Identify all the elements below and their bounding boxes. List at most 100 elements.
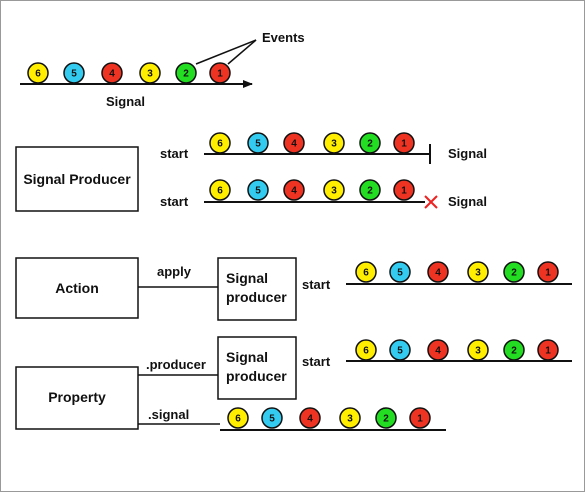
- event-value: 3: [347, 414, 353, 425]
- event-value: 5: [397, 268, 403, 279]
- event-value: 4: [291, 186, 297, 197]
- event-value: 1: [401, 139, 407, 150]
- event-value: 4: [109, 69, 115, 80]
- event-marble: [359, 132, 381, 154]
- start-label: start: [160, 146, 189, 161]
- error-x-icon: [424, 195, 438, 209]
- event-value: 2: [183, 69, 189, 80]
- event-marble: [299, 407, 321, 429]
- event-marble: [503, 339, 525, 361]
- signal-producer-box-line2: producer: [226, 289, 287, 305]
- event-marble: [359, 179, 381, 201]
- events-label: Events: [262, 30, 305, 45]
- event-marble: [339, 407, 361, 429]
- start-label: start: [302, 277, 331, 292]
- signal-producer-box: [15, 146, 139, 212]
- events-pointer-line: [195, 39, 257, 65]
- producer-events-error: 6 5 4 3 2 1: [209, 179, 415, 201]
- event-value: 1: [217, 69, 223, 80]
- event-value: 5: [397, 346, 403, 357]
- event-marble: [27, 62, 49, 84]
- event-marble: [537, 339, 559, 361]
- property-signal-producer-box: [217, 336, 297, 400]
- apply-label: apply: [157, 264, 192, 279]
- event-value: 2: [383, 414, 389, 425]
- event-value: 2: [511, 268, 517, 279]
- event-marble: [323, 132, 345, 154]
- property-section: Property .producer Signal producer start…: [15, 336, 572, 431]
- start-label: start: [302, 354, 331, 369]
- action-box: [15, 257, 139, 319]
- action-box-label: Action: [55, 280, 99, 296]
- event-value: 1: [545, 346, 551, 357]
- event-value: 6: [235, 414, 241, 425]
- signal-label: .signal: [148, 407, 189, 422]
- signal-label: Signal: [448, 146, 487, 161]
- event-value: 4: [307, 414, 313, 425]
- event-value: 6: [217, 139, 223, 150]
- signal-label: Signal: [106, 94, 145, 109]
- event-value: 2: [367, 139, 373, 150]
- event-marble: [323, 179, 345, 201]
- event-marble: [427, 261, 449, 283]
- event-marble: [247, 179, 269, 201]
- producer-label: .producer: [146, 357, 206, 372]
- event-marble: [389, 339, 411, 361]
- event-marble: [467, 339, 489, 361]
- event-marble: [283, 179, 305, 201]
- event-marble: [63, 62, 85, 84]
- signal-producer-box-line1: Signal: [226, 349, 268, 365]
- event-value: 2: [367, 186, 373, 197]
- event-value: 2: [511, 346, 517, 357]
- event-marble: [209, 179, 231, 201]
- event-marble: [409, 407, 431, 429]
- event-value: 3: [331, 186, 337, 197]
- start-label: start: [160, 194, 189, 209]
- event-value: 3: [475, 268, 481, 279]
- signal-producer-box-line2: producer: [226, 368, 287, 384]
- signal-label: Signal: [448, 194, 487, 209]
- events-pointer-line: [227, 39, 257, 65]
- event-marble: [503, 261, 525, 283]
- property-box: [15, 366, 139, 430]
- event-marble: [139, 62, 161, 84]
- event-value: 5: [269, 414, 275, 425]
- action-signal-producer-box: [217, 257, 297, 321]
- property-box-label: Property: [48, 389, 106, 405]
- event-marble: [101, 62, 123, 84]
- event-marble: [209, 132, 231, 154]
- event-marble: [393, 179, 415, 201]
- event-marble: [467, 261, 489, 283]
- event-marble: [393, 132, 415, 154]
- event-value: 6: [363, 268, 369, 279]
- event-marble: [355, 339, 377, 361]
- event-value: 1: [545, 268, 551, 279]
- event-value: 4: [435, 268, 441, 279]
- action-events: 6 5 4 3 2 1: [355, 261, 559, 283]
- event-value: 3: [147, 69, 153, 80]
- event-marble: [261, 407, 283, 429]
- event-marble: [209, 62, 231, 84]
- signal-producer-section: Signal Producer start 6 5 4 3 2 1 Signal star…: [15, 132, 487, 212]
- event-value: 4: [435, 346, 441, 357]
- event-marble: [355, 261, 377, 283]
- action-section: Action apply Signal producer start 6 5 4 3 2…: [15, 257, 572, 321]
- event-value: 1: [401, 186, 407, 197]
- signal-producer-box-label: Signal Producer: [23, 171, 131, 187]
- signal-producer-box-line1: Signal: [226, 270, 268, 286]
- event-value: 5: [255, 186, 261, 197]
- event-value: 6: [217, 186, 223, 197]
- event-value: 6: [35, 69, 41, 80]
- event-marble: [247, 132, 269, 154]
- event-marble: [537, 261, 559, 283]
- event-value: 5: [255, 139, 261, 150]
- event-marble: [283, 132, 305, 154]
- event-marble: [375, 407, 397, 429]
